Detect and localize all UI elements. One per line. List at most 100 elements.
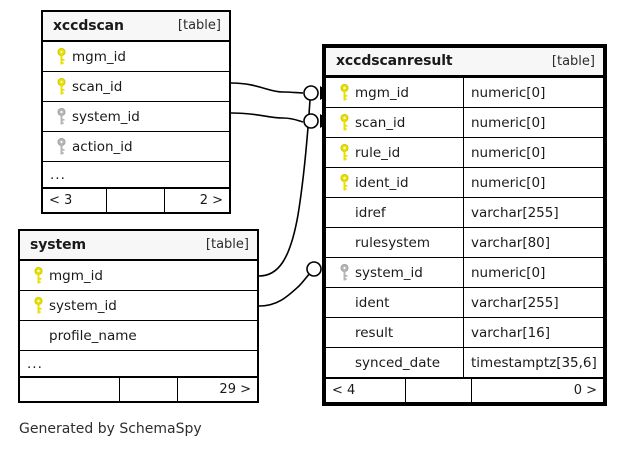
column-type: numeric[0]: [463, 138, 603, 167]
foreign-key-icon: [334, 263, 355, 282]
table-type-tag: [table]: [205, 237, 249, 252]
column-cell: system_id: [43, 102, 229, 131]
table-row[interactable]: system_id: [43, 102, 229, 132]
column-name: mgm_id: [355, 84, 409, 101]
primary-key-icon: [334, 173, 355, 192]
edge-xccdscan-mgm-id: [230, 82, 304, 94]
footer-middle-cell: [406, 379, 472, 402]
column-type: varchar[255]: [463, 288, 603, 317]
column-cell: rule_id: [326, 138, 463, 167]
cardinality-zero-system-id: [306, 261, 322, 277]
table-row[interactable]: result varchar[16]: [326, 318, 603, 348]
table-header-xccdscan: xccdscan [table]: [43, 12, 229, 42]
column-name: result: [355, 324, 394, 341]
table-title: xccdscan: [53, 17, 124, 34]
table-row[interactable]: profile_name: [20, 321, 257, 351]
primary-key-icon: [334, 83, 355, 102]
primary-key-icon: [28, 296, 49, 315]
footer-middle-cell: [107, 189, 165, 212]
column-type: varchar[255]: [463, 198, 603, 227]
footer-incoming-count[interactable]: [20, 378, 120, 401]
table-row[interactable]: rulesystem varchar[80]: [326, 228, 603, 258]
column-name: idref: [355, 204, 386, 221]
generated-by-caption: Generated by SchemaSpy: [19, 421, 202, 437]
table-row[interactable]: idref varchar[255]: [326, 198, 603, 228]
table-xccdscanresult[interactable]: xccdscanresult [table] mgm_id numeric[0]: [322, 44, 607, 406]
more-columns-indicator: ...: [43, 162, 229, 188]
column-type: numeric[0]: [463, 258, 603, 287]
column-cell: ident: [326, 288, 463, 317]
column-cell: scan_id: [326, 108, 463, 137]
cardinality-zero-scan-id: [303, 113, 319, 129]
column-type: numeric[0]: [463, 78, 603, 107]
table-row[interactable]: scan_id numeric[0]: [326, 108, 603, 138]
table-footer-xccdscan: < 3 2 >: [43, 188, 229, 212]
column-name: system_id: [72, 108, 140, 125]
table-row[interactable]: synced_date timestamptz[35,6]: [326, 348, 603, 378]
table-title: system: [30, 236, 86, 253]
primary-key-icon: [334, 143, 355, 162]
table-type-tag: [table]: [177, 18, 221, 33]
column-type: varchar[80]: [463, 228, 603, 257]
table-row[interactable]: scan_id: [43, 72, 229, 102]
footer-incoming-count[interactable]: < 4: [326, 379, 406, 402]
column-name: mgm_id: [72, 48, 126, 65]
column-cell: idref: [326, 198, 463, 227]
table-footer-xccdscanresult: < 4 0 >: [326, 378, 603, 402]
table-type-tag: [table]: [551, 53, 595, 69]
column-name: scan_id: [72, 78, 123, 95]
cardinality-zero-mgm-id: [303, 85, 319, 101]
table-row[interactable]: mgm_id: [20, 261, 257, 291]
table-row[interactable]: system_id: [20, 291, 257, 321]
table-system[interactable]: system [table] mgm_id: [18, 229, 259, 403]
primary-key-icon: [28, 266, 49, 285]
foreign-key-icon: [51, 137, 72, 156]
table-header-xccdscanresult: xccdscanresult [table]: [326, 48, 603, 78]
table-title: xccdscanresult: [336, 53, 453, 69]
column-type: numeric[0]: [463, 108, 603, 137]
table-row[interactable]: action_id: [43, 132, 229, 162]
edge-system-mgm-id: [258, 99, 311, 277]
table-xccdscan[interactable]: xccdscan [table] mgm_id: [41, 10, 231, 214]
table-row[interactable]: ident_id numeric[0]: [326, 168, 603, 198]
table-row[interactable]: rule_id numeric[0]: [326, 138, 603, 168]
column-name: scan_id: [355, 114, 406, 131]
table-header-system: system [table]: [20, 231, 257, 261]
column-type: timestamptz[35,6]: [463, 348, 603, 377]
column-cell: action_id: [43, 132, 229, 161]
column-cell: mgm_id: [20, 261, 257, 290]
column-name: ident: [355, 294, 390, 311]
column-cell: profile_name: [20, 321, 257, 350]
foreign-key-icon: [51, 107, 72, 126]
column-cell: mgm_id: [326, 78, 463, 107]
primary-key-icon: [51, 77, 72, 96]
table-footer-system: 29 >: [20, 377, 257, 401]
footer-incoming-count[interactable]: < 3: [43, 189, 107, 212]
column-cell: synced_date: [326, 348, 463, 377]
column-cell: scan_id: [43, 72, 229, 101]
primary-key-icon: [51, 47, 72, 66]
column-cell: mgm_id: [43, 42, 229, 71]
column-name: synced_date: [355, 354, 441, 371]
table-row[interactable]: mgm_id: [43, 42, 229, 72]
column-name: action_id: [72, 138, 133, 155]
table-row[interactable]: system_id numeric[0]: [326, 258, 603, 288]
column-name: rule_id: [355, 144, 401, 161]
column-name: system_id: [355, 264, 423, 281]
table-row[interactable]: ident varchar[255]: [326, 288, 603, 318]
table-row[interactable]: mgm_id numeric[0]: [326, 78, 603, 108]
footer-outgoing-count[interactable]: 29 >: [219, 382, 251, 397]
column-cell: system_id: [20, 291, 257, 320]
column-name: system_id: [49, 297, 117, 314]
footer-outgoing-count[interactable]: 0 >: [573, 383, 597, 398]
edge-xccdscan-scan-id: [230, 112, 304, 123]
footer-outgoing-count[interactable]: 2 >: [199, 193, 223, 208]
column-name: ident_id: [355, 174, 409, 191]
column-name: profile_name: [49, 327, 137, 344]
column-cell: system_id: [326, 258, 463, 287]
column-name: rulesystem: [355, 234, 430, 251]
column-type: varchar[16]: [463, 318, 603, 347]
primary-key-icon: [334, 113, 355, 132]
column-cell: result: [326, 318, 463, 347]
